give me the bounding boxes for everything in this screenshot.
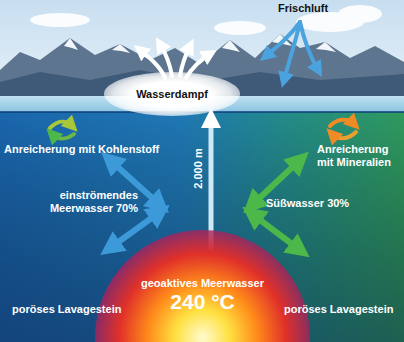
illustration-part — [64, 38, 78, 50]
flow-arrows — [50, 22, 356, 250]
illustration-part — [222, 40, 240, 52]
illustration-part — [30, 13, 90, 27]
underground-shade — [0, 112, 404, 342]
illustration-part — [300, 22, 318, 70]
illustration-part — [332, 132, 356, 138]
mountains — [0, 34, 404, 100]
illustration-part — [50, 122, 72, 128]
zone-label: geoaktives Meerwasser — [141, 276, 264, 290]
underground — [0, 112, 404, 342]
cloud-label: Wasserdampf — [136, 87, 208, 101]
sky-clouds — [30, 5, 382, 35]
illustration-part — [0, 34, 404, 100]
temperature-value: 240 °C — [170, 290, 234, 314]
illustration-part — [266, 22, 300, 56]
process-label: Anreicherung mit Kohlenstoff — [4, 143, 159, 156]
illustration-part — [209, 118, 214, 248]
illustration-part — [52, 134, 74, 139]
inflow-label: Süßwasser 30% — [266, 197, 349, 210]
air-label: Frischluft — [278, 2, 328, 15]
illustration-part — [338, 5, 382, 23]
hot-zone: geoaktives Meerwasser240 °C — [95, 230, 310, 342]
illustration-part — [252, 214, 300, 250]
illustration-part — [214, 21, 266, 35]
depth-dimension: 2.000 m — [192, 148, 205, 188]
illustration-part — [316, 42, 336, 52]
rock-label: poröses Lavagestein — [284, 303, 393, 316]
process-label: Anreicherung mit Mineralien — [317, 143, 401, 169]
illustration-part — [112, 44, 130, 53]
sky — [0, 0, 404, 104]
illustration-part — [330, 120, 354, 126]
inflow-label: einströmendes Meerwasser 70% — [40, 189, 138, 215]
steam-cloud: Wasserdampf — [104, 72, 240, 116]
rock-label: poröses Lavagestein — [12, 303, 121, 316]
